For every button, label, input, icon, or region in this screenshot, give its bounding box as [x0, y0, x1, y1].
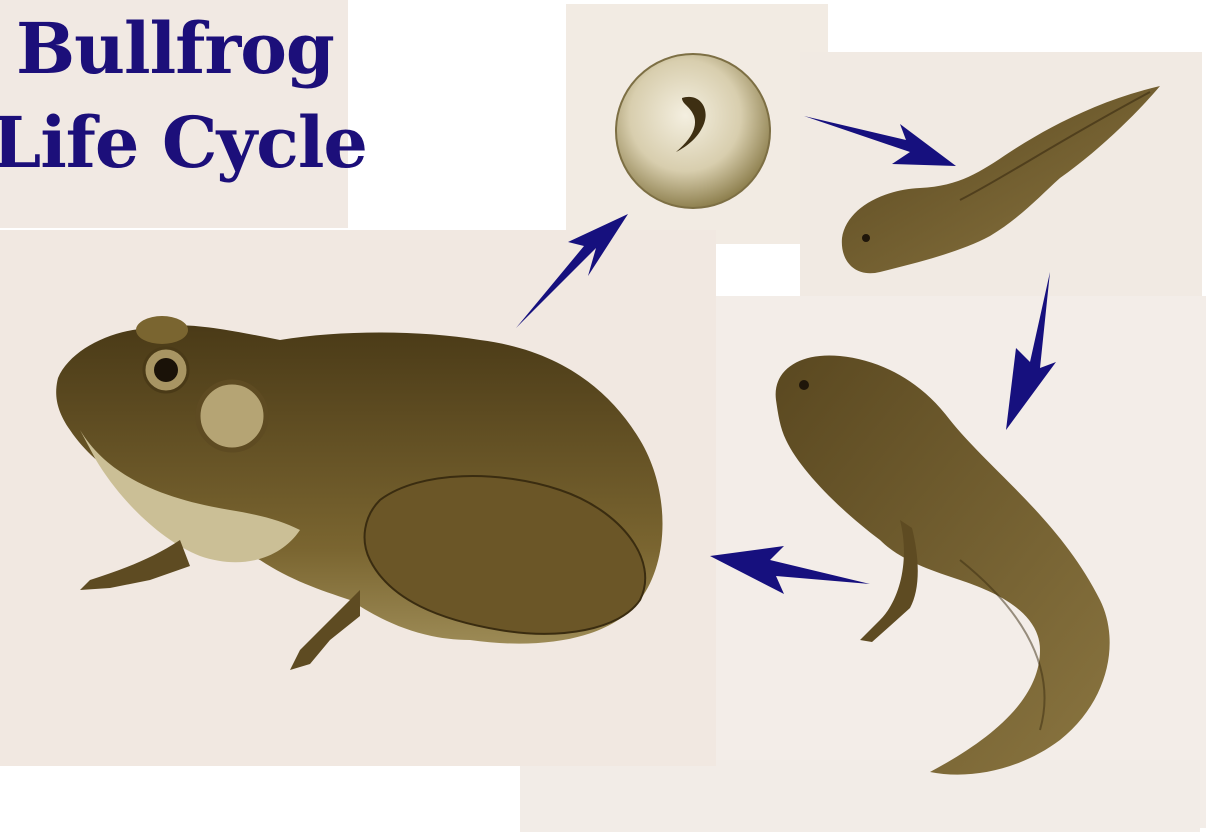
arrow-frog-to-egg — [516, 214, 628, 328]
arrow-tadpole-to-froglet — [1006, 272, 1056, 430]
egg-stage — [616, 54, 770, 208]
froglet-stage — [776, 355, 1110, 774]
tadpole-stage — [842, 86, 1160, 273]
arrow-froglet-to-frog — [710, 546, 870, 594]
arrow-egg-to-tadpole — [804, 116, 956, 166]
adult-frog-stage — [56, 316, 662, 670]
